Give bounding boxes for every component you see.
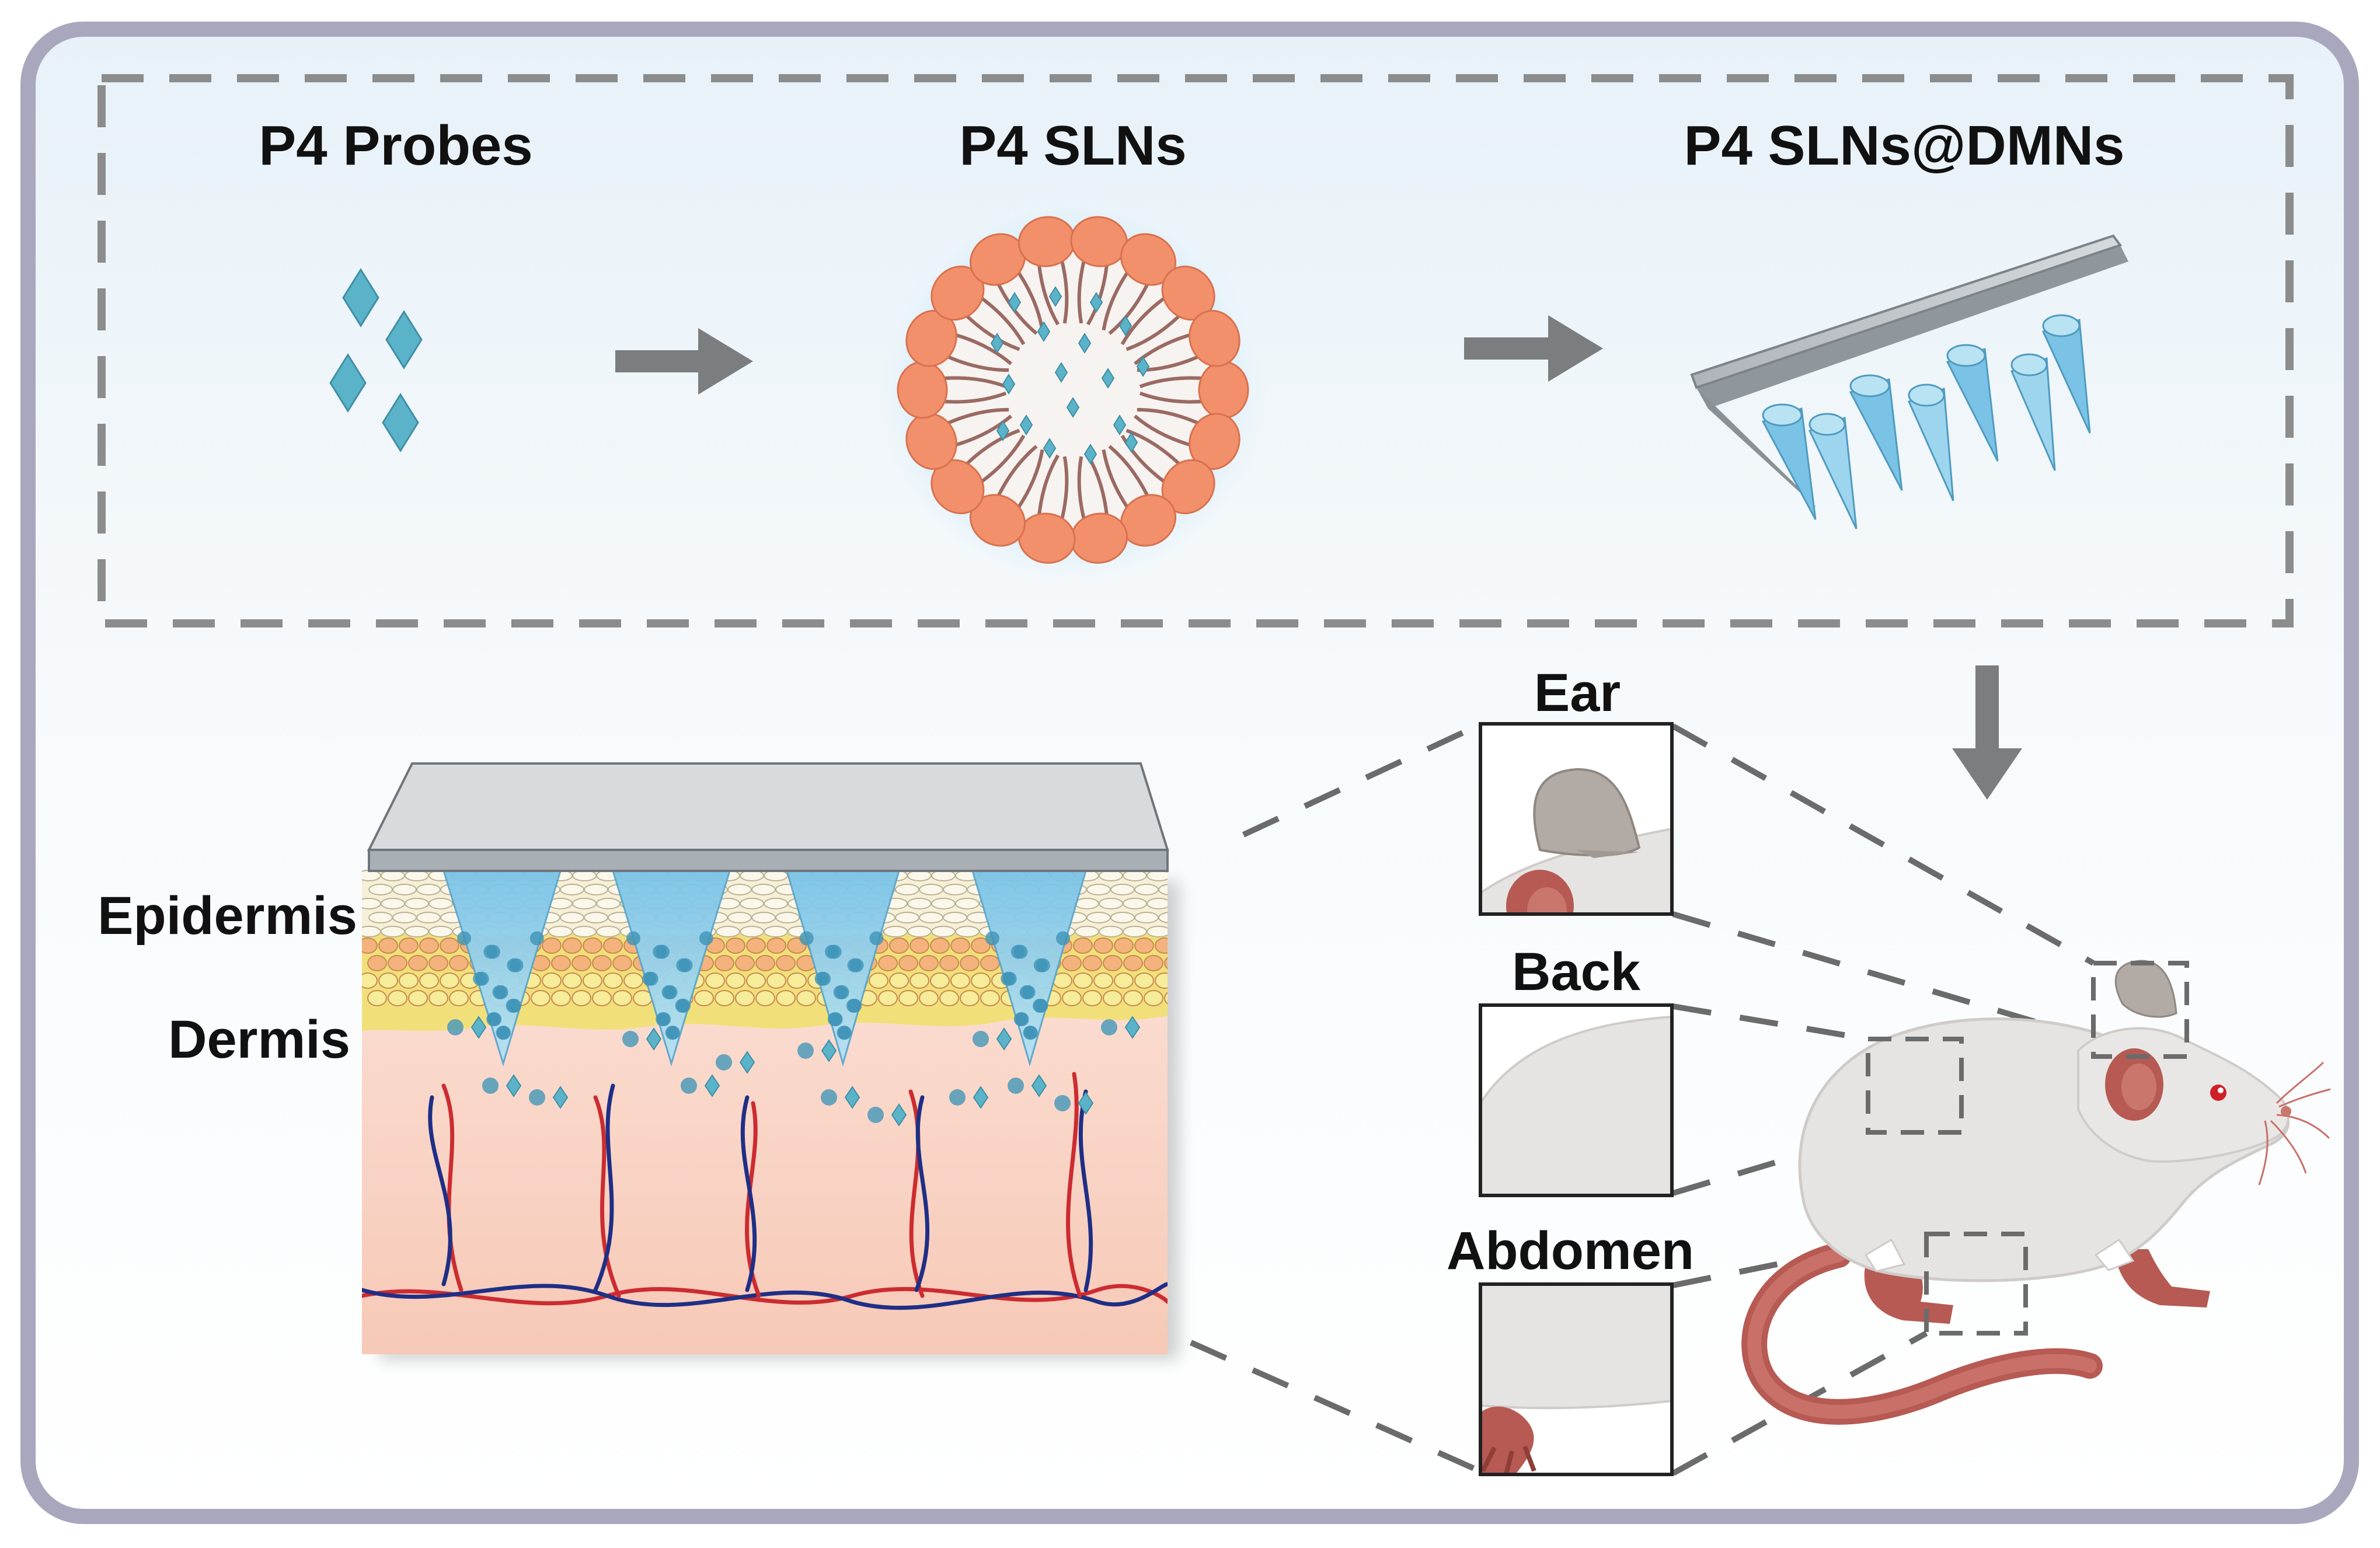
skin-cross-section (362, 762, 1179, 1360)
preparation-box (97, 74, 2294, 627)
p4-probes-icon (329, 268, 423, 452)
mouse-illustration (1741, 960, 2331, 1425)
ear-label: Ear (1534, 663, 1621, 723)
ear-zoom-box (1479, 722, 1674, 916)
arrow-right-icon (615, 328, 753, 395)
epidermis-label: Epidermis (97, 886, 357, 946)
back-label: Back (1512, 942, 1641, 1002)
stage2-label: P4 SLNs (959, 114, 1186, 177)
arrow-down-icon (1952, 665, 2022, 800)
sln-nanoparticle-icon (877, 194, 1269, 585)
dermis-label: Dermis (168, 1010, 350, 1069)
back-zoom-box (1479, 1003, 1674, 1197)
microneedle-patch-icon (1690, 234, 2128, 529)
abdomen-zoom-box (1479, 1282, 1674, 1476)
arrow-right-icon (1464, 315, 1603, 382)
abdomen-label: Abdomen (1447, 1221, 1694, 1281)
stage1-label: P4 Probes (259, 114, 533, 177)
stage3-label: P4 SLNs@DMNs (1684, 114, 2124, 177)
